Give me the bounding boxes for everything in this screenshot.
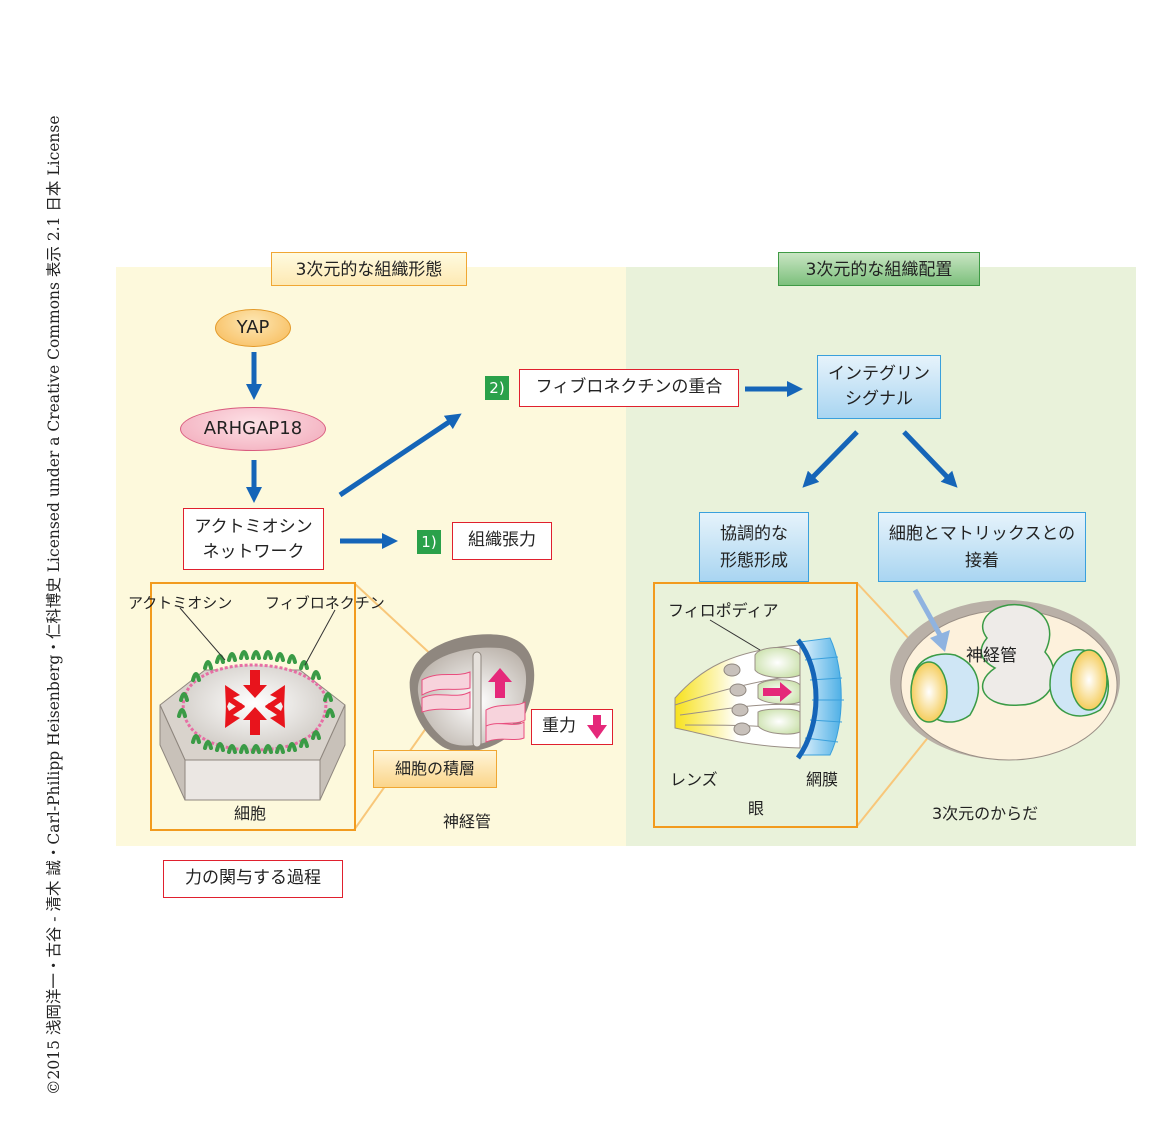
fibronectin-fibers [177,650,335,754]
neural-tube-caption: 神経管 [443,812,492,831]
arhgap18-node: ARHGAP18 [180,407,326,451]
arrow-integrin-to-coordinated [802,430,859,488]
fibronectin-polymerization-box: フィブロネクチンの重合 [519,369,739,407]
eye-illustration [674,619,844,760]
coordinated-line2: 形態形成 [720,551,788,571]
actomyosin-line2: ネットワーク [202,542,305,562]
cell-illustration-frame [150,582,356,831]
integrin-line1: インテグリン [828,364,930,384]
force-process-legend: 力の関与する過程 [163,860,343,898]
yap-node: YAP [215,309,291,347]
cell-matrix-adhesion-box: 細胞とマトリックスとの 接着 [878,512,1086,582]
contraction-arrows [225,670,285,735]
upward-force-arrow [488,668,512,698]
integrin-signal-box: インテグリン シグナル [817,355,941,419]
body-3d-illustration [890,588,1120,761]
adhesion-line1: 細胞とマトリックスとの [888,524,1076,544]
actomyosin-line1: アクトミオシン [194,517,313,537]
gravity-box: 重力 [531,709,613,745]
cell-stacking-tag: 細胞の積層 [373,750,497,788]
filopodia-label: フィロポディア [668,601,779,620]
gravity-label: 重力 [542,716,576,736]
migration-arrow [763,682,792,702]
stacked-cells [421,671,526,743]
arrow-actomyosin-to-fibronectin [338,413,462,498]
lens-label: レンズ [670,770,718,789]
actomyosin-label: アクトミオシン [128,594,233,612]
section-title-tissue-morphology: 3次元的な組織形態 [271,252,467,286]
body-neural-tube-label: 神経管 [966,646,1017,666]
nuclei [723,663,751,736]
adhesion-line2: 接着 [965,551,999,571]
coordinated-line1: 協調的な [720,524,788,544]
coordinated-morphogenesis-box: 協調的な 形態形成 [699,512,809,582]
actomyosin-network-box: アクトミオシン ネットワーク [183,508,324,570]
arrow-integrin-to-adhesion [902,430,958,488]
section-title-tissue-arrangement: 3次元的な組織配置 [778,252,980,286]
fibronectin-label: フィブロネクチン [265,594,385,612]
eye-caption: 眼 [748,799,765,818]
adhesion-arrow [912,588,943,637]
neural-tube-illustration [409,634,535,752]
eye-illustration-frame [653,582,858,828]
badge-1: 1) [417,530,441,554]
body-3d-caption: 3次元のからだ [932,804,1039,823]
cell-illustration [159,607,346,801]
gravity-down-arrow-icon [587,715,607,739]
cell-caption: 細胞 [234,804,267,823]
connector-eye-to-body-bottom [856,734,931,827]
retina-label: 網膜 [806,770,839,789]
tissue-tension-box: 組織張力 [452,522,552,560]
badge-2: 2) [485,376,509,400]
integrin-line2: シグナル [845,389,913,409]
